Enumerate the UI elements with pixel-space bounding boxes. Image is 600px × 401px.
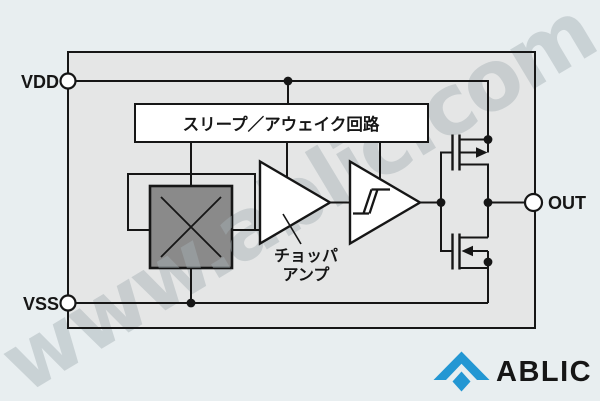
- nmos-body-arrow-icon: [461, 245, 473, 257]
- junction-dot: [483, 257, 493, 267]
- pmos-body-arrow-icon: [476, 147, 488, 158]
- chopper-amp-label-line1: チョッパ: [274, 246, 338, 265]
- vss-terminal: [59, 294, 77, 312]
- vdd-terminal: [59, 72, 77, 90]
- sleep-awake-block: スリープ／アウェイク回路: [134, 103, 429, 143]
- hysteresis-comparator-symbol: [348, 159, 423, 246]
- junction-dot: [283, 76, 293, 86]
- multiplier-x-icon: [160, 196, 222, 258]
- terminals: VDD VSS OUT: [21, 72, 586, 314]
- vdd-rail-wire: [68, 80, 489, 153]
- junction-dot: [483, 198, 493, 207]
- vss-label: VSS: [23, 294, 59, 314]
- out-terminal: [523, 192, 544, 213]
- feedback-loop-wire: [127, 173, 256, 231]
- nmos-transistor-symbol: [451, 202, 489, 303]
- label-leader-line: [282, 213, 302, 245]
- amplifier-symbol: [258, 159, 333, 246]
- circuit-wires: [68, 80, 525, 304]
- hysteresis-icon: [353, 188, 390, 215]
- junction-dots: [186, 76, 493, 308]
- junction-dot: [483, 135, 493, 144]
- vdd-label: VDD: [21, 72, 59, 92]
- ablic-logo: ABLIC: [433, 351, 592, 392]
- junction-dot: [436, 198, 446, 207]
- ablic-logo-text: ABLIC: [496, 356, 592, 388]
- diagram-panel-border: [67, 51, 536, 329]
- ablic-mark-icon: [433, 351, 490, 392]
- chopper-amp-label-line2: アンプ: [283, 265, 331, 284]
- sleep-awake-label: スリープ／アウェイク回路: [183, 114, 380, 134]
- pmos-transistor-symbol: [451, 134, 489, 203]
- out-label: OUT: [548, 193, 586, 213]
- junction-dot: [186, 298, 196, 308]
- chopper-amp-label-group: チョッパ アンプ: [274, 213, 338, 284]
